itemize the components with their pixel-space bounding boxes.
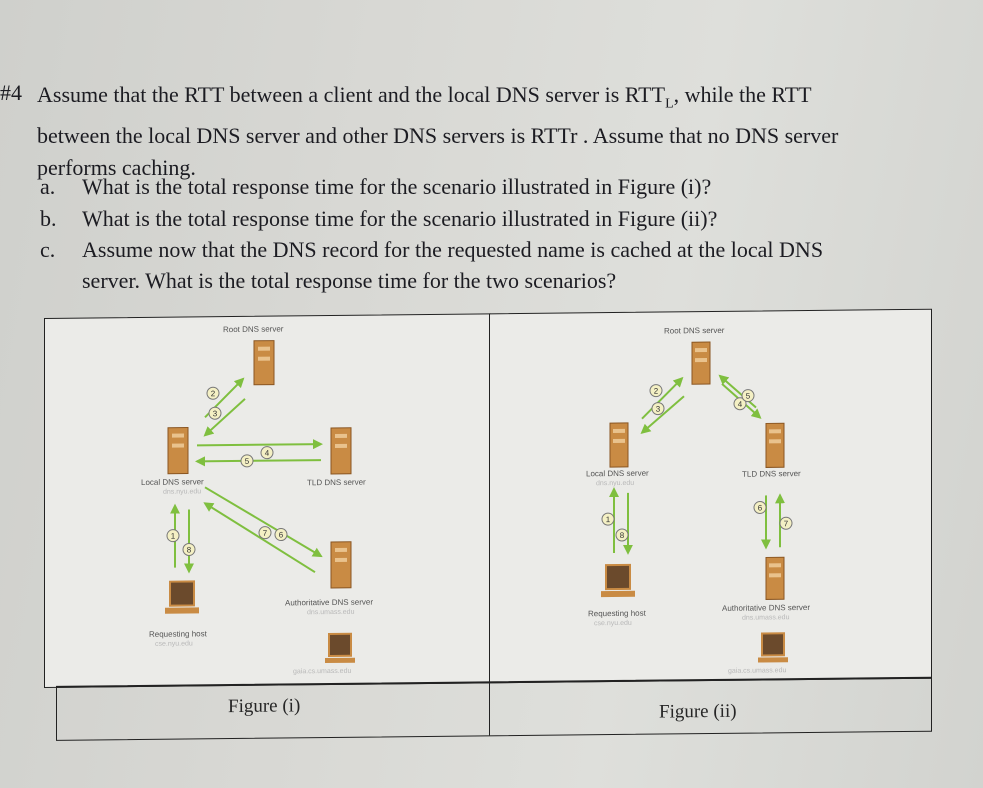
- subquestion-a-text: What is the total response time for the …: [82, 174, 712, 199]
- server-icon: [330, 541, 352, 589]
- figure-i-host-label: Requesting host: [149, 629, 207, 639]
- question-paragraph: Assume that the RTT between a client and…: [37, 79, 972, 184]
- rtt-subscript: L: [665, 96, 674, 112]
- figure-ii-host-label: Requesting host: [588, 608, 646, 619]
- figure-ii-tld-label: TLD DNS server: [742, 469, 801, 479]
- figure-i-target-sub: gaia.cs.umass.edu: [293, 667, 352, 676]
- server-icon: [765, 556, 785, 600]
- figure-ii-root-label: Root DNS server: [664, 325, 725, 336]
- figure-ii-step-7-label: 7: [784, 519, 789, 528]
- question-line-3: performs caching.: [37, 155, 196, 181]
- figure-ii-step-3-label: 3: [656, 405, 661, 414]
- figure-i-step-8-label: 8: [187, 545, 192, 554]
- question-line-1: Assume that the RTT between a client and…: [37, 79, 972, 120]
- figure-ii-step-7-circle: [779, 516, 793, 530]
- figure-i-local-sub: dns.nyu.edu: [163, 488, 202, 496]
- caption-divider: [489, 683, 490, 736]
- figure-i-panel: 1 2 3 4 5 6 7 8 Root DNS server Local DNS serve…: [44, 313, 491, 688]
- arrow-icon: [195, 456, 321, 467]
- arrow-icon: [203, 502, 316, 574]
- server-icon: [765, 422, 785, 468]
- figure-ii-step-6-circle: [753, 501, 767, 515]
- figure-i-local-label: Local DNS server: [141, 477, 204, 487]
- figure-i-tld-label: TLD DNS server: [307, 477, 366, 488]
- figure-i-step-7-circle: [258, 526, 272, 540]
- figure-i-diagram: 1 2 3 4 5 6 7 8: [165, 340, 355, 664]
- server-icon: [330, 427, 352, 475]
- figure-i-step-7-label: 7: [263, 529, 268, 538]
- server-icon: [609, 422, 629, 468]
- computer-icon: [601, 563, 635, 598]
- figure-i-step-1-label: 1: [171, 532, 176, 541]
- server-icon: [691, 341, 711, 385]
- computer-icon: [758, 632, 788, 663]
- subquestion-a-letter: a.: [40, 174, 56, 199]
- figure-ii-step-2-circle: [649, 384, 663, 398]
- figure-i-step-2-label: 2: [211, 389, 216, 398]
- figure-ii-authoritative-sub: dns.umass.edu: [742, 614, 790, 622]
- question-line-1-text: Assume that the RTT between a client and…: [37, 82, 666, 107]
- arrow-icon: [718, 374, 757, 409]
- figure-ii-step-4-circle: [733, 397, 747, 411]
- figure-i-step-3-label: 3: [213, 409, 218, 418]
- figure-ii-caption: Figure (ii): [659, 700, 737, 723]
- subquestion-b-letter: b.: [40, 206, 57, 231]
- server-icon: [167, 426, 189, 475]
- computer-icon: [325, 632, 355, 664]
- figure-ii-target-sub: gaia.cs.umass.edu: [728, 667, 787, 675]
- arrow-icon: [203, 398, 246, 437]
- figure-ii-step-4-label: 4: [738, 400, 743, 409]
- server-icon: [253, 340, 275, 386]
- computer-icon: [165, 580, 199, 614]
- figure-i-authoritative-label: Authoritative DNS server: [285, 597, 374, 608]
- figure-i-step-8-circle: [182, 542, 196, 556]
- question-line-2: between the local DNS server and other D…: [37, 123, 839, 149]
- figure-ii-local-label: Local DNS server: [586, 468, 649, 479]
- figure-i-step-5-circle: [240, 454, 254, 468]
- subquestion-c-text: Assume now that the DNS record for the r…: [82, 237, 824, 262]
- figure-i-step-5-label: 5: [245, 457, 250, 466]
- figure-ii-step-3-circle: [651, 402, 665, 416]
- question-number: #4: [0, 80, 22, 105]
- figure-ii-step-5-circle: [741, 389, 755, 403]
- figure-ii-step-8-label: 8: [620, 531, 625, 540]
- question-line-1-end: , while the RTT: [673, 82, 812, 107]
- figure-ii-step-1-label: 1: [606, 515, 611, 524]
- figure-i-step-1-circle: [166, 529, 180, 543]
- arrow-icon: [204, 486, 323, 558]
- figure-ii-step-1-circle: [601, 512, 615, 526]
- figure-ii-host-sub: cse.nyu.edu: [594, 619, 632, 628]
- figure-i-step-4-circle: [260, 446, 274, 460]
- figure-i-root-label: Root DNS server: [223, 324, 284, 335]
- figure-i-step-3-circle: [208, 406, 222, 420]
- figure-i-step-2-circle: [206, 386, 220, 400]
- figure-ii-authoritative-label: Authoritative DNS server: [722, 602, 811, 613]
- arrow-icon: [641, 376, 684, 420]
- arrow-icon: [640, 395, 685, 435]
- subquestion-c-letter: c.: [40, 237, 56, 262]
- figure-ii-steps: 1 2 3 45 6 7 8: [601, 384, 793, 542]
- figure-i-step-4-label: 4: [265, 449, 270, 458]
- figure-ii-step-6-label: 6: [758, 503, 763, 512]
- arrow-icon: [197, 439, 323, 450]
- subquestion-c-continuation: server. What is the total response time …: [82, 268, 617, 293]
- figure-i-step-6-circle: [274, 528, 288, 542]
- figure-ii-local-sub: dns.nyu.edu: [596, 479, 635, 488]
- figure-ii-step-2-label: 2: [654, 387, 659, 396]
- figure-i-authoritative-sub: dns.umass.edu: [307, 608, 355, 617]
- caption-row: Figure (i) Figure (ii): [56, 676, 932, 741]
- figure-ii-diagram: 1 2 3 45 6 7 8: [601, 341, 793, 663]
- figure-i-host-sub: cse.nyu.edu: [155, 640, 193, 648]
- figure-i-step-6-label: 6: [279, 530, 284, 539]
- subquestion-b-text: What is the total response time for the …: [82, 206, 718, 231]
- figure-ii-step-5-label: 5: [746, 392, 751, 401]
- figure-ii-step-8-circle: [615, 528, 629, 542]
- figure-i-steps: 1 2 3 4 5 6 7 8: [166, 386, 288, 556]
- figure-i-caption: Figure (i): [228, 695, 301, 718]
